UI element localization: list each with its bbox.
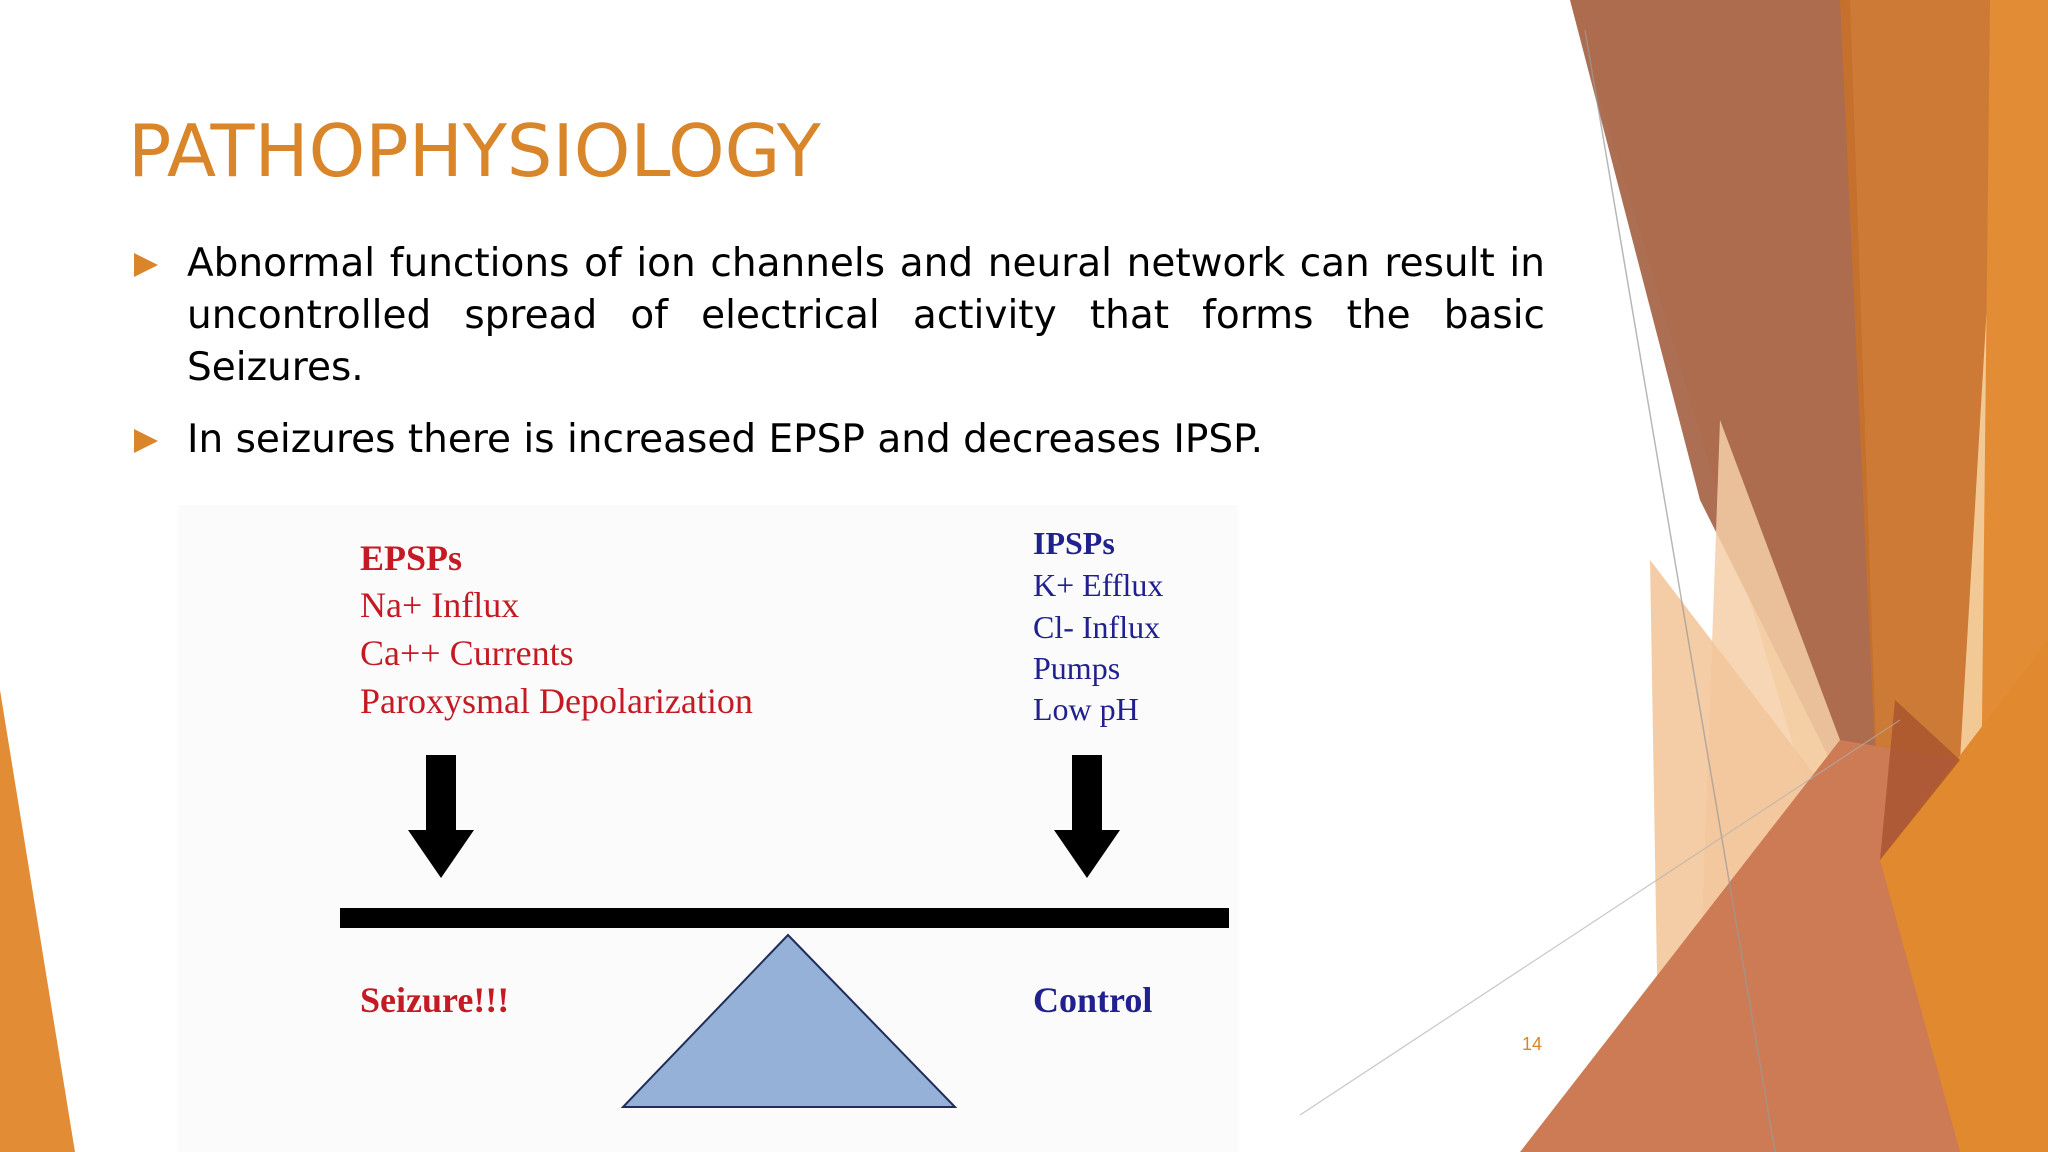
ipsp-heading: IPSPs — [1033, 525, 1115, 561]
ipsp-item: Cl- Influx — [1033, 609, 1161, 645]
fulcrum-triangle — [620, 933, 958, 1108]
epsp-item: Ca++ Currents — [360, 633, 574, 673]
seizure-label: Seizure!!! — [360, 980, 510, 1020]
page-number: 14 — [1522, 1034, 1543, 1054]
down-arrow-icon — [1054, 755, 1120, 878]
epsp-heading: EPSPs — [360, 538, 463, 578]
ipsp-item: K+ Efflux — [1033, 567, 1164, 603]
bullet-text: In seizures there is increased EPSP and … — [187, 417, 1264, 462]
epsp-item: Na+ Influx — [360, 585, 520, 625]
bullet-text: Abnormal functions of ion channels and n… — [187, 241, 1545, 390]
control-label: Control — [1033, 980, 1153, 1020]
balance-beam — [340, 908, 1229, 928]
bullet-item: Abnormal functions of ion channels and n… — [130, 238, 1545, 394]
slide-title: PATHOPHYSIOLOGY — [128, 109, 821, 193]
ipsp-item: Low pH — [1033, 691, 1139, 727]
triangle-bullet-icon — [134, 253, 158, 277]
bullet-item: In seizures there is increased EPSP and … — [130, 414, 1545, 466]
triangle-bullet-icon — [134, 429, 158, 453]
bullet-list: Abnormal functions of ion channels and n… — [130, 238, 1545, 482]
ipsp-item: Pumps — [1033, 650, 1121, 686]
epsp-item: Paroxysmal Depolarization — [360, 681, 753, 721]
down-arrow-icon — [408, 755, 474, 878]
